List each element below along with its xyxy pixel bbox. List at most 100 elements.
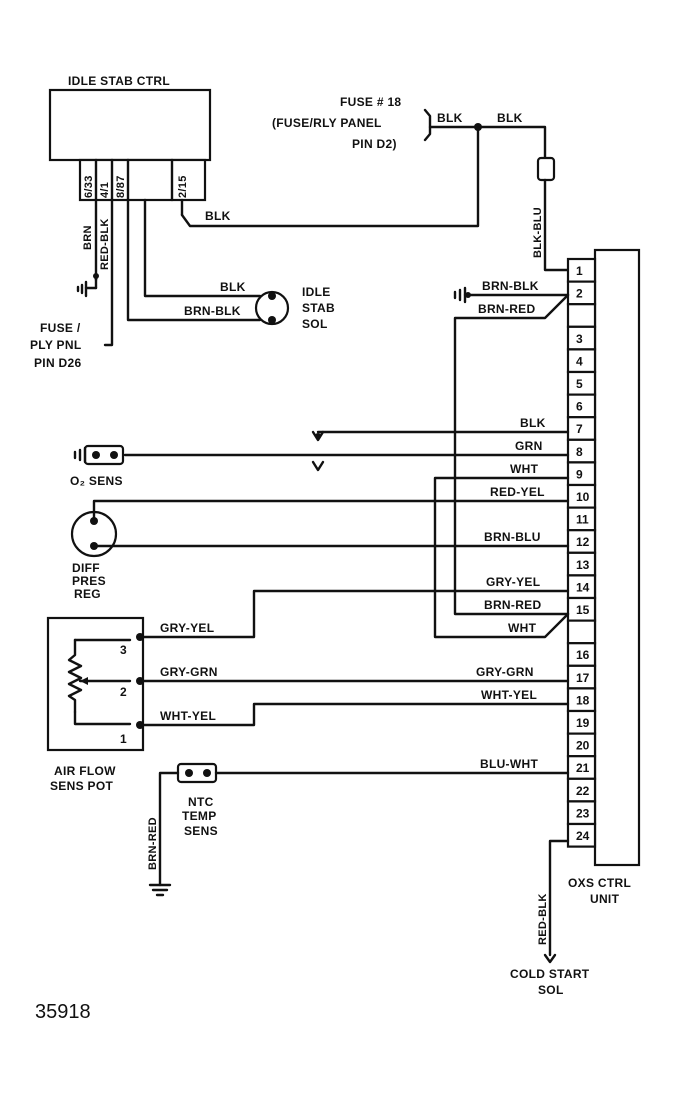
oxs-pin-label: 5 [576,377,583,391]
oxs-pin-label: 7 [576,422,583,436]
svg-text:SOL: SOL [538,983,564,997]
fuse-ply-label: FUSE / PLY PNL PIN D26 [30,321,81,370]
svg-text:FUSE # 18: FUSE # 18 [340,95,401,109]
wire-red-blk-label: RED-BLK [99,218,111,270]
idle-pin-4: 2/15 [177,175,189,198]
svg-text:PLY PNL: PLY PNL [30,338,81,352]
idle-pin-2: 4/1 [99,182,111,198]
svg-text:UNIT: UNIT [590,892,620,906]
idle-pin-3: 8/87 [115,175,127,198]
svg-text:DIFF: DIFF [72,561,100,575]
wire-blk-label-5: BLK [520,416,546,430]
svg-text:OXS CTRL: OXS CTRL [568,876,631,890]
air-flow-sens-pot: 3 2 1 GRY-YEL GRY-YEL GRY-GRN GRY-GRN WH… [46,575,570,793]
svg-text:3: 3 [120,643,127,657]
oxs-pin-label: 19 [576,716,590,730]
wire-wht-label-1: WHT [510,462,539,476]
oxs-pin-label: 21 [576,761,590,775]
svg-text:REG: REG [74,587,101,601]
oxs-pin-label: 12 [576,535,590,549]
svg-text:TEMP: TEMP [182,809,217,823]
oxs-pin-label: 14 [576,580,590,594]
oxs-pin-label: 3 [576,332,583,346]
svg-text:COLD START: COLD START [510,967,590,981]
wire-wht-yel-label-2: WHT-YEL [481,688,537,702]
idle-stab-ctrl: IDLE STAB CTRL 6/33 4/1 8/87 2/15 [48,74,212,202]
wire-brn-red-label-2: BRN-RED [484,598,541,612]
figure-number: 35918 [35,1001,91,1023]
wire-grn-label: GRN [515,439,543,453]
wire-blk-label-1: BLK [205,209,231,223]
wire-wht-yel-label-1: WHT-YEL [160,709,216,723]
wire-brn-red-label-1: BRN-RED [478,302,535,316]
wire-blk-label-3: BLK [437,111,463,125]
oxs-pin-label: 10 [576,490,590,504]
wire-brn-blu-label: BRN-BLU [484,530,541,544]
wire-brn-label: BRN [82,225,94,250]
svg-text:PIN D26: PIN D26 [34,356,81,370]
oxs-pin-label: 8 [576,445,583,459]
oxs-pin-label: 17 [576,671,590,685]
svg-text:PRES: PRES [72,574,106,588]
oxs-pin-label: 18 [576,693,590,707]
wire-blk-blu-label: BLK-BLU [532,207,544,258]
svg-text:SOL: SOL [302,317,328,331]
oxs-pin-label: 2 [576,287,583,301]
oxs-pin-label: 22 [576,784,590,798]
wire-gry-grn-label-1: GRY-GRN [160,665,218,679]
svg-text:1: 1 [120,732,127,746]
oxs-pin-label: 13 [576,558,590,572]
svg-text:IDLE: IDLE [302,285,331,299]
wire-red-yel-label: RED-YEL [490,485,545,499]
oxs-pin-label: 6 [576,400,583,414]
wire-blu-wht-label: BLU-WHT [480,757,538,771]
ntc-temp-sens: BLU-WHT BRN-RED NTC TEMP SENS [147,757,570,897]
oxs-pin-cell [566,303,597,328]
oxs-pin-label: 9 [576,467,583,481]
diff-pres-reg: RED-YEL BRN-BLU DIFF PRES REG [70,485,570,601]
idle-ctrl-wires: BRN RED-BLK BLK BLK BRN-BLK [76,125,480,347]
svg-text:PIN D2): PIN D2) [352,137,397,151]
wire-brn-blk-label-2: BRN-BLK [482,279,539,293]
wire-wht-label-2: WHT [508,621,537,635]
pin-2-wires: BRN-BLK BRN-RED BRN-RED [453,279,570,616]
svg-text:SENS POT: SENS POT [50,779,113,793]
idle-stab-ctrl-label: IDLE STAB CTRL [68,74,170,88]
oxs-pin-label: 23 [576,806,590,820]
oxs-pin-cell [566,619,597,645]
oxs-pin-label: 20 [576,739,590,753]
o2-sens-wires: BLK GRN O₂ SENS [70,416,570,488]
connector [536,156,556,182]
wire-brn-red-label-3: BRN-RED [147,817,159,870]
wht-wire: WHT WHT [433,462,570,639]
svg-text:2: 2 [120,685,127,699]
oxs-pin-cell [566,822,597,848]
wire-gry-yel-label-2: GRY-YEL [486,575,540,589]
wire-red-blk-label-2: RED-BLK [537,893,549,945]
oxs-pin-label: 16 [576,648,590,662]
svg-text:SENS: SENS [184,824,218,838]
o2-sens-label: O₂ SENS [70,474,123,488]
oxs-ctrl-unit: OXS CTRL UNIT [568,248,641,906]
svg-text:(FUSE/RLY PANEL: (FUSE/RLY PANEL [272,116,382,130]
idle-pin-1: 6/33 [83,175,95,198]
wire-brn-blk-label-1: BRN-BLK [184,304,241,318]
oxs-pin-label: 4 [576,354,583,368]
wire-gry-grn-label-2: GRY-GRN [476,665,534,679]
oxs-pin-label: 24 [576,829,590,843]
oxs-pin-label: 15 [576,603,590,617]
cold-start-sol: RED-BLK COLD START SOL [510,839,590,997]
oxs-pin-label: 1 [576,264,583,278]
svg-text:STAB: STAB [302,301,335,315]
fuse-18: FUSE # 18 (FUSE/RLY PANEL PIN D2) BLK BL… [272,95,570,272]
wire-gry-yel-label-1: GRY-YEL [160,621,214,635]
idle-stab-sol: IDLE STAB SOL [254,285,335,331]
svg-text:AIR FLOW: AIR FLOW [54,764,116,778]
svg-text:NTC: NTC [188,795,214,809]
oxs-pin-label: 11 [576,513,589,527]
junction-dot [474,123,482,131]
wire-blk-label-4: BLK [497,111,523,125]
